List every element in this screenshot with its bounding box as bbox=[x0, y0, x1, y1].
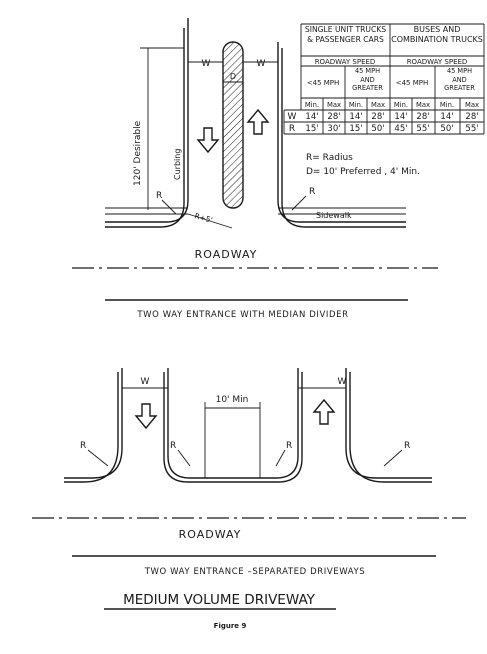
right-driveway-outer bbox=[349, 372, 432, 483]
arrow-down-icon bbox=[134, 403, 158, 430]
col-max-label: Max bbox=[465, 101, 479, 109]
top-diagram: W W D 120' Desirable Curbing R R R+5' Si… bbox=[72, 18, 438, 320]
min-max-header-row: Min. Max Min. Max Min. Max Min. Max bbox=[305, 101, 479, 109]
table-cell: 28' bbox=[416, 112, 429, 122]
col-max-label: Max bbox=[371, 101, 385, 109]
radius-label-right: R bbox=[309, 187, 315, 197]
w-label: W bbox=[338, 377, 347, 387]
bottom-caption: TWO WAY ENTRANCE –SEPARATED DRIVEWAYS bbox=[144, 567, 366, 577]
radius-leader bbox=[291, 195, 307, 211]
col-max-label: Max bbox=[327, 101, 341, 109]
left-curb-outer bbox=[105, 28, 185, 228]
radius-label-left: R bbox=[156, 191, 162, 201]
figure-label: Figure 9 bbox=[214, 622, 247, 630]
curbing-label: Curbing bbox=[173, 149, 182, 180]
table-cell: 14' bbox=[305, 112, 318, 122]
w-label: W bbox=[141, 377, 150, 387]
arrow-down-icon bbox=[196, 127, 220, 154]
group-header-single-unit: SINGLE UNIT TRUCKS & PASSENGER CARS bbox=[304, 25, 387, 44]
top-caption: TWO WAY ENTRANCE WITH MEDIAN DIVIDER bbox=[136, 310, 348, 320]
left-driveway-edge bbox=[64, 368, 123, 479]
table-row-label: W bbox=[288, 112, 297, 122]
d-note: D= 10' Preferred , 4' Min. bbox=[306, 167, 420, 177]
center-island-edge bbox=[167, 368, 299, 479]
table-cell: 28' bbox=[327, 112, 340, 122]
col-min-label: Min. bbox=[349, 101, 363, 109]
speed-high-label: 45 MPH AND GREATER bbox=[352, 67, 383, 93]
table-cell: 15' bbox=[349, 124, 362, 134]
right-curb-line bbox=[277, 42, 406, 223]
radius-leader bbox=[161, 199, 177, 215]
table-cell: 14' bbox=[440, 112, 453, 122]
table-row-label: R bbox=[289, 124, 295, 134]
speed-low-label: <45 MPH bbox=[396, 79, 429, 87]
radius-label: R bbox=[404, 441, 410, 451]
radius-offset-leader bbox=[187, 213, 233, 229]
table-cell: 28' bbox=[465, 112, 478, 122]
arrow-up-icon bbox=[246, 108, 270, 135]
dimension-table: SINGLE UNIT TRUCKS & PASSENGER CARS BUSE… bbox=[283, 23, 485, 135]
diagram-title: MEDIUM VOLUME DRIVEWAY bbox=[123, 592, 316, 608]
col-min-label: Min. bbox=[394, 101, 408, 109]
radius-label: R bbox=[170, 441, 176, 451]
radius-leader bbox=[383, 449, 403, 467]
w-label: W bbox=[202, 59, 211, 69]
table-cell: 55' bbox=[465, 124, 478, 134]
table-cell: 15' bbox=[305, 124, 318, 134]
sidewalk-label: Sidewalk bbox=[316, 211, 352, 220]
table-rows: W 14' 28' 14' 28' 14' 28' 14' 28' R 15' 30' 15' 50' 45… bbox=[288, 112, 479, 134]
radius-offset-label: R+5' bbox=[193, 211, 213, 224]
arrow-up-icon bbox=[312, 398, 336, 425]
radius-label: R bbox=[286, 441, 292, 451]
table-cell: 14' bbox=[394, 112, 407, 122]
center-island-outer bbox=[163, 372, 303, 483]
table-cell: 50' bbox=[440, 124, 453, 134]
roadway-speed-header: ROADWAY SPEED bbox=[315, 58, 376, 66]
left-curb-line bbox=[105, 18, 189, 223]
right-curb-outer bbox=[281, 48, 406, 228]
col-min-label: Min. bbox=[305, 101, 319, 109]
right-driveway-edge bbox=[345, 368, 432, 479]
table-cell: 14' bbox=[349, 112, 362, 122]
bottom-diagram: W W 10' Min R R R R ROADWAY TWO WAY ENTR… bbox=[32, 368, 466, 577]
group-header-buses: BUSES AND COMBINATION TRUCKS bbox=[391, 25, 483, 44]
roadway-label: ROADWAY bbox=[195, 248, 258, 261]
radius-leader bbox=[87, 449, 109, 467]
min-label: 10' Min bbox=[216, 395, 249, 405]
radius-leader bbox=[275, 449, 286, 467]
left-driveway-outer bbox=[64, 372, 119, 483]
col-min-label: Min. bbox=[440, 101, 454, 109]
radius-leader bbox=[177, 449, 191, 467]
table-cell: 50' bbox=[371, 124, 384, 134]
table-cell: 30' bbox=[327, 124, 340, 134]
roadway-label: ROADWAY bbox=[179, 528, 242, 541]
table-cell: 28' bbox=[371, 112, 384, 122]
col-max-label: Max bbox=[416, 101, 430, 109]
speed-low-label: <45 MPH bbox=[307, 79, 340, 87]
radius-label: R bbox=[80, 441, 86, 451]
radius-note: R= Radius bbox=[306, 153, 353, 163]
desirable-label: 120' Desirable bbox=[133, 120, 143, 186]
roadway-speed-header: ROADWAY SPEED bbox=[407, 58, 468, 66]
median-divider bbox=[222, 41, 244, 209]
table-cell: 55' bbox=[416, 124, 429, 134]
w-label: W bbox=[257, 59, 266, 69]
speed-high-label: 45 MPH AND GREATER bbox=[444, 67, 475, 93]
d-label: D bbox=[230, 72, 236, 81]
table-cell: 45' bbox=[394, 124, 407, 134]
